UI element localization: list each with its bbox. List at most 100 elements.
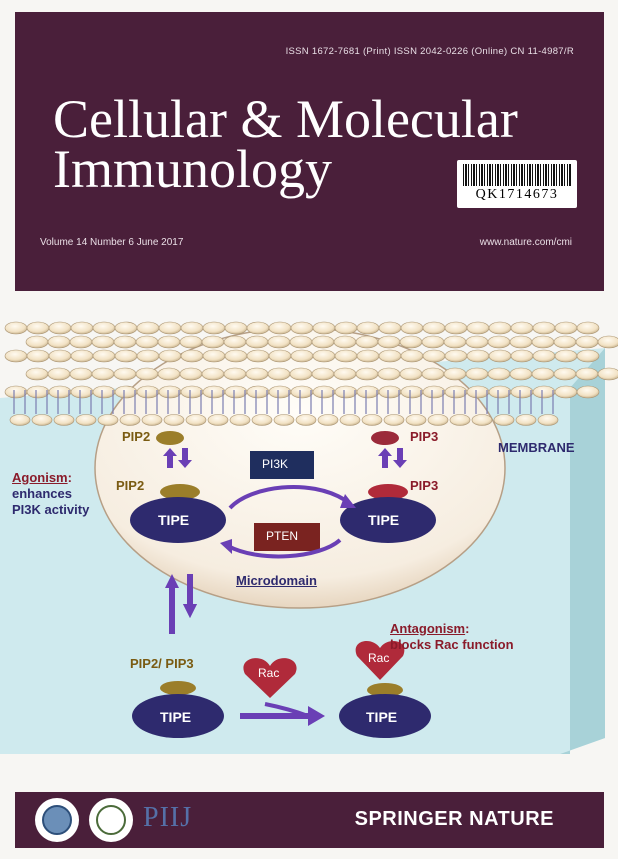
- lipid-head: [202, 349, 226, 363]
- lipid-head: [158, 349, 182, 363]
- lipid-head: [510, 349, 534, 363]
- lipid-head-inner: [405, 414, 427, 426]
- lipid-head: [289, 367, 313, 381]
- lipid-head-inner: [75, 414, 97, 426]
- lipid-head-inner: [273, 414, 295, 426]
- pip3-lipid-membrane: [371, 431, 399, 445]
- lipid-head: [157, 335, 181, 349]
- lipid-head: [553, 335, 577, 349]
- lipid-head-inner: [53, 414, 75, 426]
- agonism-note: Agonism: enhances PI3K activity: [12, 470, 90, 517]
- translocation-arrows: [165, 574, 197, 634]
- rac-left-shape: [243, 658, 297, 698]
- lipid-head: [179, 367, 203, 381]
- lipid-head: [312, 385, 336, 399]
- lipid-head: [531, 335, 555, 349]
- lipid-head: [4, 349, 28, 363]
- partner-logo: PIIJ: [143, 802, 193, 833]
- lipid-head: [179, 335, 203, 349]
- label-rac-right: Rac: [368, 651, 390, 665]
- lipid-head: [466, 349, 490, 363]
- lipid-head: [487, 335, 511, 349]
- lipid-head-inner: [471, 414, 493, 426]
- lipid-head: [25, 335, 49, 349]
- pten-box: [254, 523, 320, 551]
- lipid-head: [465, 335, 489, 349]
- lipid-head: [245, 335, 269, 349]
- lipid-head: [576, 349, 600, 363]
- lipid-head: [26, 385, 50, 399]
- lipid-head-inner: [163, 414, 185, 426]
- lipid-head: [202, 385, 226, 399]
- lipid-head: [69, 335, 93, 349]
- lipid-head: [554, 385, 578, 399]
- lipid-head-inner: [141, 414, 163, 426]
- small-exchange-arrows: [163, 448, 407, 468]
- society-seal-icon: [35, 798, 79, 842]
- lipid-head: [488, 349, 512, 363]
- lipid-head: [356, 321, 380, 335]
- lipid-head: [47, 367, 71, 381]
- lipid-head: [245, 367, 269, 381]
- pip-bound-bottom: [160, 681, 196, 695]
- lipid-head: [268, 385, 292, 399]
- lipid-head: [466, 321, 490, 335]
- lipid-head: [246, 321, 270, 335]
- lipid-head: [48, 321, 72, 335]
- agonism-line2: PI3K activity: [12, 502, 90, 517]
- lipid-head: [290, 321, 314, 335]
- lipid-head: [114, 349, 138, 363]
- tipe-bottom-right-shape: [339, 694, 431, 738]
- label-tipe-bottom-left: TIPE: [160, 709, 192, 725]
- lipid-head: [70, 385, 94, 399]
- lipid-head: [223, 335, 247, 349]
- lipid-head: [70, 349, 94, 363]
- lipid-head: [157, 367, 181, 381]
- lipid-head: [488, 321, 512, 335]
- lipid-head: [444, 321, 468, 335]
- antagonism-note: Antagonism: blocks Rac function: [390, 621, 514, 652]
- lipid-head: [268, 321, 292, 335]
- lipid-head: [224, 385, 248, 399]
- label-pip3-mid: PIP3: [410, 478, 439, 493]
- volume-issue-date: Volume 14 Number 6 June 2017: [40, 237, 184, 248]
- barcode-text: QK1714673: [475, 187, 559, 202]
- lipid-head: [158, 321, 182, 335]
- antagonism-title: Antagonism: [390, 621, 466, 636]
- lipid-head-inner: [383, 414, 405, 426]
- cell-membrane-diagram: [0, 321, 618, 754]
- lipid-head: [26, 349, 50, 363]
- lipid-head: [333, 367, 357, 381]
- tipe-bottom-left-shape: [132, 694, 224, 738]
- lipid-head: [201, 335, 225, 349]
- agonism-line1: enhances: [12, 486, 72, 501]
- lipid-head-inner: [97, 414, 119, 426]
- lipid-head: [91, 335, 115, 349]
- publisher-name: SPRINGER NATURE: [354, 808, 554, 830]
- journal-header: ISSN 1672-7681 (Print) ISSN 2042-0226 (O…: [15, 12, 604, 291]
- lipid-head: [443, 335, 467, 349]
- pip2-bound: [160, 484, 200, 500]
- lipid-head: [422, 321, 446, 335]
- lipid-head-inner: [251, 414, 273, 426]
- label-membrane: MEMBRANE: [498, 440, 575, 455]
- label-pip2-top: PIP2: [122, 429, 151, 444]
- lipid-head-inner: [207, 414, 229, 426]
- tipe-right-shape: [340, 497, 436, 543]
- lipid-head: [532, 349, 556, 363]
- lipid-head: [70, 321, 94, 335]
- lipid-head: [334, 385, 358, 399]
- lipid-head: [114, 385, 138, 399]
- tipe-left-shape: [130, 497, 226, 543]
- university-seal-icon: [89, 798, 133, 842]
- lipid-head: [136, 349, 160, 363]
- lipid-head: [136, 321, 160, 335]
- lipid-tails: [13, 390, 554, 414]
- binding-arrow-body: [240, 713, 310, 719]
- lipid-head: [444, 385, 468, 399]
- label-pi3k: PI3K: [262, 457, 289, 471]
- lipid-head: [378, 385, 402, 399]
- lipid-head: [576, 385, 600, 399]
- journal-url[interactable]: www.nature.com/cmi: [479, 237, 572, 248]
- lipid-head: [92, 349, 116, 363]
